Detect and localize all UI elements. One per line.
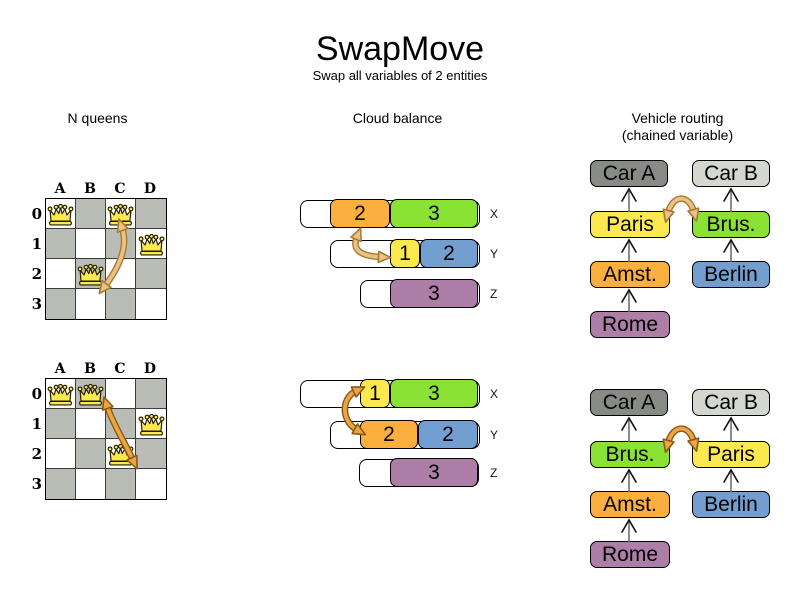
queen-icon xyxy=(138,233,165,257)
cloud-process-block: 3 xyxy=(390,458,478,487)
board2-col-c: C xyxy=(114,361,126,377)
swap-arrow-vehicle-after xyxy=(662,425,700,453)
cell-c1 xyxy=(106,229,136,259)
cloud-row-label: X xyxy=(490,207,499,221)
board2-row-0: 0 xyxy=(31,385,42,403)
swap-arrow-vehicle-before xyxy=(662,195,700,223)
cell-d3 xyxy=(136,469,166,499)
cloud-process-block: 1 xyxy=(390,239,420,268)
chessboard-after xyxy=(45,378,167,500)
vr-box-city: Berlin xyxy=(692,491,770,518)
cloud-row-label: X xyxy=(490,387,499,401)
vr-box-city: Rome xyxy=(590,541,670,568)
page-title: SwapMove xyxy=(315,30,485,68)
vr-box-car-a: Car A xyxy=(590,389,668,416)
section-heading-nqueens: N queens xyxy=(67,110,128,126)
vr-box-city: Brus. xyxy=(692,211,770,238)
vr-box-car-b: Car B xyxy=(692,389,770,416)
queen-icon xyxy=(77,263,104,287)
cloud-row-label: Y xyxy=(490,247,499,261)
cell-a1 xyxy=(46,229,76,259)
vr-box-city: Berlin xyxy=(692,261,770,288)
queen-icon xyxy=(47,383,74,407)
cell-c2 xyxy=(106,259,136,289)
cell-d1 xyxy=(136,409,166,439)
queen-icon xyxy=(138,413,165,437)
cloud-row-label: Z xyxy=(490,287,498,301)
cloud-process-block: 3 xyxy=(390,379,478,408)
queen-icon xyxy=(107,203,134,227)
board1-col-a: A xyxy=(54,181,66,197)
queen-icon xyxy=(107,443,134,467)
cell-b0 xyxy=(76,199,106,229)
cell-a2 xyxy=(46,259,76,289)
cell-a2 xyxy=(46,439,76,469)
cell-c2 xyxy=(106,439,136,469)
cloud-process-block: 2 xyxy=(330,199,390,228)
vr-box-city: Paris xyxy=(590,211,670,238)
board1-col-d: D xyxy=(143,181,157,197)
cell-a3 xyxy=(46,469,76,499)
section-heading-cloud: Cloud balance xyxy=(352,110,443,126)
cloud-process-block: 1 xyxy=(360,379,390,408)
cell-d3 xyxy=(136,289,166,319)
board2-col-b: B xyxy=(84,361,96,377)
cell-d1 xyxy=(136,229,166,259)
cell-a0 xyxy=(46,199,76,229)
queen-icon xyxy=(47,203,74,227)
vr-box-city: Paris xyxy=(692,441,770,468)
section-heading-vehicle: Vehicle routing xyxy=(631,110,724,126)
board2-row-1: 1 xyxy=(31,415,42,433)
section-subheading-vehicle: (chained variable) xyxy=(621,127,734,143)
board1-col-c: C xyxy=(114,181,126,197)
cell-d0 xyxy=(136,379,166,409)
cell-a1 xyxy=(46,409,76,439)
cloud-process-block: 2 xyxy=(420,239,478,268)
cloud-row-label: Z xyxy=(490,466,498,480)
cell-b3 xyxy=(76,289,106,319)
cell-a3 xyxy=(46,289,76,319)
cell-b2 xyxy=(76,259,106,289)
cell-d2 xyxy=(136,259,166,289)
chessboard-before xyxy=(45,198,167,320)
cell-b1 xyxy=(76,409,106,439)
vr-box-car-a: Car A xyxy=(590,160,668,187)
cell-a0 xyxy=(46,379,76,409)
board1-row-3: 3 xyxy=(31,295,42,313)
vr-box-car-b: Car B xyxy=(692,160,770,187)
vr-box-city: Rome xyxy=(590,311,670,338)
board1-row-0: 0 xyxy=(31,205,42,223)
cell-d0 xyxy=(136,199,166,229)
cell-b2 xyxy=(76,439,106,469)
page-subtitle: Swap all variables of 2 entities xyxy=(312,68,488,83)
cloud-row-label: Y xyxy=(490,428,499,442)
cell-c0 xyxy=(106,379,136,409)
board2-row-3: 3 xyxy=(31,475,42,493)
board2-row-2: 2 xyxy=(31,445,42,463)
board1-row-2: 2 xyxy=(31,265,42,283)
cell-c3 xyxy=(106,289,136,319)
cell-b0 xyxy=(76,379,106,409)
cloud-process-block: 3 xyxy=(390,279,478,308)
cell-c1 xyxy=(106,409,136,439)
vr-box-city: Brus. xyxy=(590,441,670,468)
board1-row-1: 1 xyxy=(31,235,42,253)
cell-c3 xyxy=(106,469,136,499)
cloud-process-block: 2 xyxy=(418,420,478,449)
board2-col-d: D xyxy=(143,361,157,377)
chain-arrows-after xyxy=(621,416,739,542)
cell-b3 xyxy=(76,469,106,499)
cell-c0 xyxy=(106,199,136,229)
cloud-process-block: 3 xyxy=(390,199,478,228)
board2-col-a: A xyxy=(54,361,66,377)
chain-arrows-before xyxy=(621,187,739,312)
board1-col-b: B xyxy=(84,181,96,197)
cloud-process-block: 2 xyxy=(360,420,418,449)
cell-d2 xyxy=(136,439,166,469)
vr-box-city: Amst. xyxy=(590,261,670,288)
queen-icon xyxy=(77,383,104,407)
cell-b1 xyxy=(76,229,106,259)
vr-box-city: Amst. xyxy=(590,491,670,518)
